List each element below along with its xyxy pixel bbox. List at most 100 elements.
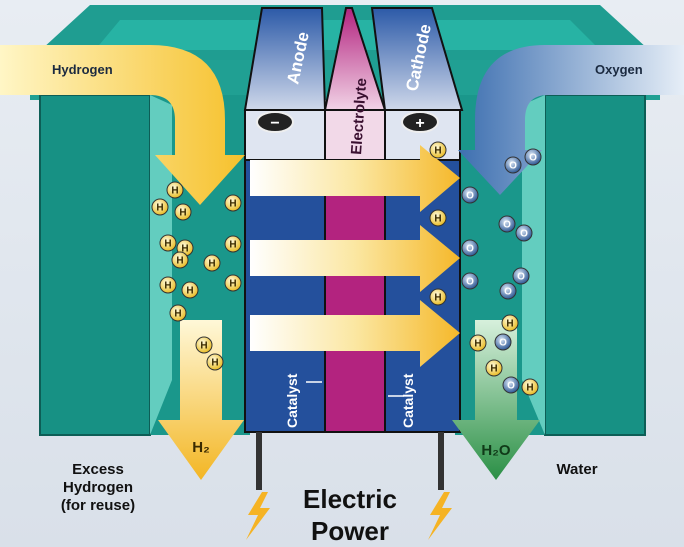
hydrogen-atom-label: H <box>490 364 497 375</box>
hydrogen-atom-label: H <box>229 279 236 290</box>
hydrogen-inlet-arrow: Hydrogen <box>0 45 245 205</box>
lightning-icon-right <box>428 492 452 540</box>
oxygen-atom-label: O <box>466 277 474 288</box>
negative-symbol: − <box>270 115 279 132</box>
electric-power-line1: Electric <box>303 484 397 514</box>
hydrogen-atom <box>485 359 503 377</box>
oxygen-atom <box>498 215 516 233</box>
oxygen-atom-label: O <box>517 272 525 283</box>
hydrogen-atom <box>429 288 447 306</box>
left-housing-block <box>39 94 151 436</box>
hydrogen-atom <box>224 235 242 253</box>
circuit-wires <box>246 432 452 540</box>
excess-label-line3: (for reuse) <box>61 497 135 514</box>
hydrogen-atom-label: H <box>176 256 183 267</box>
hydrogen-atom-label: H <box>211 358 218 369</box>
oxygen-atom-label: O <box>499 338 507 349</box>
hydrogen-atom <box>206 353 224 371</box>
hydrogen-atom <box>169 304 187 322</box>
hydrogen-atom-label: H <box>164 281 171 292</box>
hydrogen-atom-label: H <box>229 199 236 210</box>
hydrogen-atom <box>501 314 519 332</box>
water-label: Water <box>556 461 597 478</box>
hydrogen-label: Hydrogen <box>52 62 113 77</box>
hydrogen-atom <box>159 234 177 252</box>
negative-terminal-icon <box>256 111 294 133</box>
oxygen-atom <box>504 156 522 174</box>
hydrogen-atom-label: H <box>474 339 481 350</box>
water-outlet-arrow: H₂O <box>452 320 540 480</box>
oxygen-atom-label: O <box>466 244 474 255</box>
oxygen-atom-label: O <box>466 191 474 202</box>
oxygen-atom <box>461 239 479 257</box>
hydrogen-atom-label: H <box>526 383 533 394</box>
hydrogen-atom <box>166 181 184 199</box>
hydrogen-atom-label: H <box>174 309 181 320</box>
hydrogen-atom-label: H <box>164 239 171 250</box>
oxygen-label: Oxygen <box>595 62 643 77</box>
hydrogen-atom-label: H <box>179 208 186 219</box>
oxygen-atom <box>461 272 479 290</box>
positive-terminal-icon <box>401 111 439 133</box>
oxygen-atom <box>494 333 512 351</box>
atom-circles <box>151 141 542 396</box>
hydrogen-atom <box>171 251 189 269</box>
flow-arrow-2 <box>250 225 460 292</box>
electrolyte-label: Electrolyte <box>348 78 370 156</box>
hydrogen-atom <box>521 378 539 396</box>
hydrogen-atom-label: H <box>181 244 188 255</box>
hydrogen-atom <box>195 336 213 354</box>
oxygen-atom-label: O <box>529 153 537 164</box>
proton-flow-arrows <box>250 145 460 367</box>
flow-arrow-1 <box>250 145 460 212</box>
hydrogen-atom-label: H <box>434 293 441 304</box>
h2-label: H₂ <box>192 439 210 456</box>
oxygen-atom <box>502 376 520 394</box>
anode: Anode − Catalyst <box>243 7 327 433</box>
hydrogen-atom-label: H <box>156 203 163 214</box>
hydrogen-atom-label: H <box>229 240 236 251</box>
oxygen-atom <box>512 267 530 285</box>
positive-symbol: + <box>415 115 424 132</box>
hydrogen-atom-label: H <box>506 319 513 330</box>
oxygen-atom-label: O <box>504 287 512 298</box>
hydrogen-atom <box>181 281 199 299</box>
hydrogen-atom <box>429 209 447 227</box>
hydrogen-atom-label: H <box>434 146 441 157</box>
oxygen-atom-label: O <box>520 229 528 240</box>
right-housing-block <box>544 94 646 436</box>
oxygen-atom-label: O <box>507 381 515 392</box>
hydrogen-atom <box>203 254 221 272</box>
hydrogen-atom <box>469 334 487 352</box>
hydrogen-atom-label: H <box>434 214 441 225</box>
hydrogen-atom-label: H <box>208 259 215 270</box>
hydrogen-atom <box>151 198 169 216</box>
excess-label-line1: Excess <box>72 461 124 478</box>
hydrogen-atom <box>429 141 447 159</box>
oxygen-atom-label: O <box>503 220 511 231</box>
h2o-label: H₂O <box>481 442 510 459</box>
output-labels: Excess Hydrogen (for reuse) Water Electr… <box>61 461 598 546</box>
excess-label-line2: Hydrogen <box>63 479 133 496</box>
oxygen-atom <box>499 282 517 300</box>
hydrogen-atom-label: H <box>171 186 178 197</box>
flow-arrow-3 <box>250 300 460 367</box>
oxygen-atom-label: O <box>509 161 517 172</box>
catalyst-right-label: Catalyst <box>400 373 416 428</box>
hydrogen-atom <box>174 203 192 221</box>
excess-hydrogen-outlet-arrow: H₂ <box>158 320 244 480</box>
oxygen-atom <box>524 148 542 166</box>
cathode: Cathode + Catalyst <box>370 7 464 433</box>
hydrogen-atom-label: H <box>200 341 207 352</box>
catalyst-left-label: Catalyst <box>284 373 300 428</box>
oxygen-atom <box>515 224 533 242</box>
oxygen-atom <box>461 186 479 204</box>
hydrogen-atom <box>224 274 242 292</box>
hydrogen-atom-label: H <box>186 286 193 297</box>
hydrogen-atom <box>224 194 242 212</box>
hydrogen-atom <box>159 276 177 294</box>
